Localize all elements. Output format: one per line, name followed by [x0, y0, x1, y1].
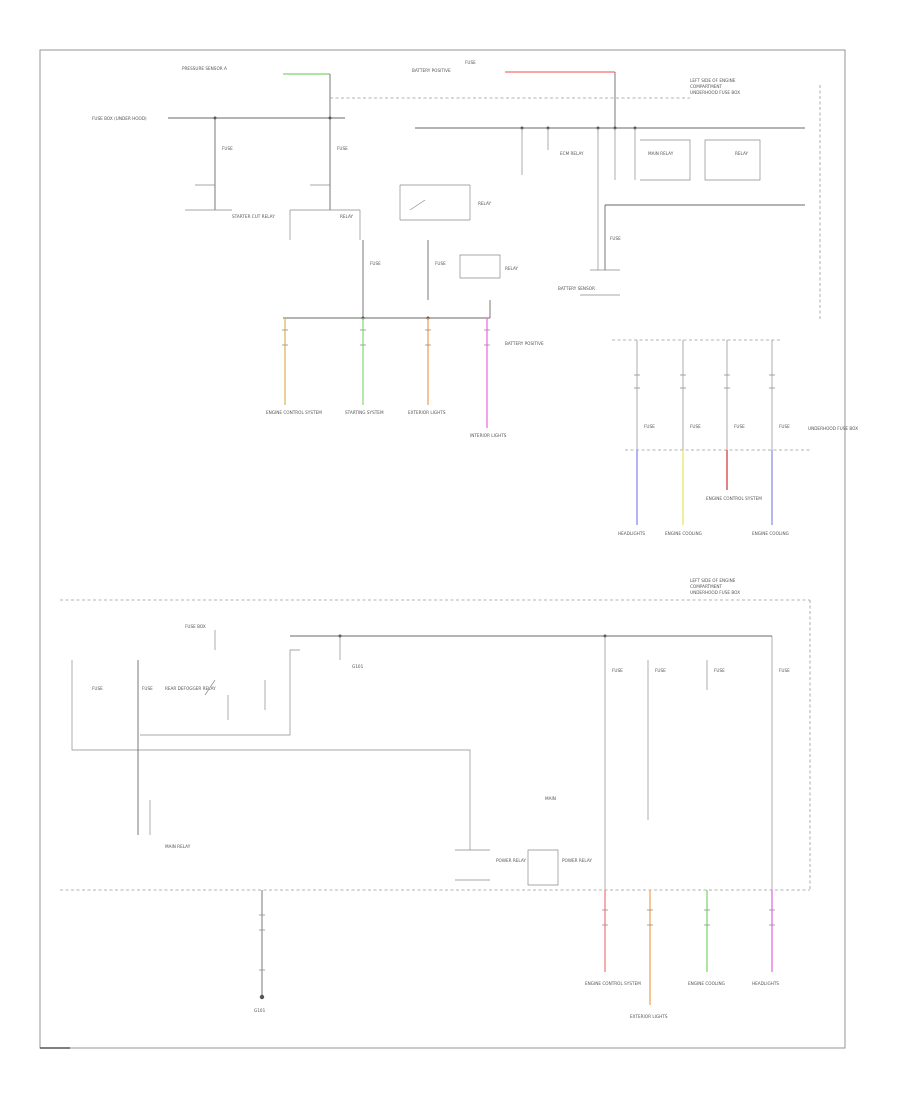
label-mid-note: MAIN [545, 796, 556, 801]
relay-box-1 [185, 184, 232, 211]
label-ecm-relay: ECM RELAY [560, 151, 584, 156]
dest-b3: ENGINE COOLING [688, 981, 725, 986]
label-lf-1: FUSE [612, 668, 623, 673]
connector-ticks-mid [282, 329, 490, 346]
pwr-relay-box-1 [455, 849, 490, 881]
dest-d3: EXTERIOR LIGHTS [408, 410, 446, 415]
label-lf-3: FUSE [714, 668, 725, 673]
right-relay-1 [521, 128, 549, 175]
label-fuse-b: FUSE [337, 146, 348, 151]
label-right-fuse-1: FUSE [644, 424, 655, 429]
label-low-header-1: LEFT SIDE OF ENGINE [690, 578, 736, 583]
dest-r2: ENGINE COOLING [665, 531, 702, 536]
label-bottom-left: REAR DEFOGGER RELAY [165, 686, 216, 691]
label-right-fuse-3: FUSE [734, 424, 745, 429]
label-pwr-relay-2: POWER RELAY [562, 858, 592, 863]
label-lf-4: FUSE [779, 668, 790, 673]
lower-left-relay [71, 660, 471, 850]
relay-box-3 [399, 184, 471, 221]
right-relay-box-c [580, 269, 620, 296]
dest-d2: STARTING SYSTEM [345, 410, 384, 415]
label-pwr-relay-1: POWER RELAY [496, 858, 526, 863]
label-right-side-box: UNDERHOOD FUSE BOX [808, 426, 858, 431]
label-relay-2: RELAY [478, 201, 492, 206]
label-top-left-feed: PRESSURE SENSOR A [182, 66, 227, 71]
dest-b4: HEADLIGHTS [752, 981, 779, 986]
label-pwr-relay-main: MAIN RELAY [165, 844, 191, 849]
relay-contact [409, 199, 426, 211]
label-right-fuse-2: FUSE [690, 424, 701, 429]
label-low-header-3: UNDERHOOD FUSE BOX [690, 590, 740, 595]
dest-d4: INTERIOR LIGHTS [470, 433, 507, 438]
label-relay-1: RELAY [340, 214, 354, 219]
ground-ticks [259, 914, 265, 971]
label-mid-fuse-1: FUSE [370, 261, 381, 266]
label-left-feed: FUSE BOX (UNDER HOOD) [92, 116, 147, 121]
label-main-relay: MAIN RELAY [648, 151, 674, 156]
lower-switch [204, 679, 266, 720]
dest-b2: EXTERIOR LIGHTS [630, 1014, 668, 1019]
connector-ticks-right [634, 374, 775, 389]
label-top-fuse: FUSE [465, 60, 476, 65]
pwr-relay-box-2 [527, 849, 559, 886]
label-ground: G101 [254, 1008, 266, 1013]
label-lf-2: FUSE [655, 668, 666, 673]
lower-relay-conn [140, 649, 300, 736]
label-right-fuse-4: FUSE [779, 424, 790, 429]
dest-r1: HEADLIGHTS [618, 531, 645, 536]
label-g1: G101 [352, 664, 364, 669]
label-low-fuse-1: FUSE [92, 686, 103, 691]
label-low-fuse-2: FUSE [142, 686, 153, 691]
label-low-feed: FUSE BOX [185, 624, 206, 629]
label-batt-sensor: BATTERY SENSOR [558, 286, 595, 291]
label-battery-feed-2: BATTERY POSITIVE [505, 341, 544, 346]
label-starter-cut: STARTER CUT RELAY [232, 214, 275, 219]
right-relay-box-b [704, 139, 761, 181]
wire-right-bus-2 [604, 204, 805, 270]
relay-box-4 [459, 254, 501, 279]
dest-b1: ENGINE CONTROL SYSTEM [585, 981, 641, 986]
relay-box-2 [289, 184, 361, 240]
dest-r4: ENGINE COOLING [752, 531, 789, 536]
right-relay-box-a [640, 139, 691, 181]
label-relay-right: RELAY [735, 151, 749, 156]
label-right-fuse: FUSE [610, 236, 621, 241]
diagram-frame [39, 49, 846, 1049]
label-relay-3: RELAY [505, 266, 519, 271]
label-battery-feed: BATTERY POSITIVE [412, 68, 451, 73]
dest-r3: ENGINE CONTROL SYSTEM [706, 496, 762, 501]
connector-ticks-bottom [602, 909, 775, 926]
label-mid-fuse-2: FUSE [435, 261, 446, 266]
label-right-header-2: COMPARTMENT [690, 84, 723, 89]
ground-point [259, 994, 265, 1000]
label-right-header-3: UNDERHOOD FUSE BOX [690, 90, 740, 95]
label-low-header-2: COMPARTMENT [690, 584, 723, 589]
right-relay-2 [597, 128, 636, 270]
dest-d1: ENGINE CONTROL SYSTEM [266, 410, 322, 415]
label-fuse-a: FUSE [222, 146, 233, 151]
label-right-header-1: LEFT SIDE OF ENGINE [690, 78, 736, 83]
